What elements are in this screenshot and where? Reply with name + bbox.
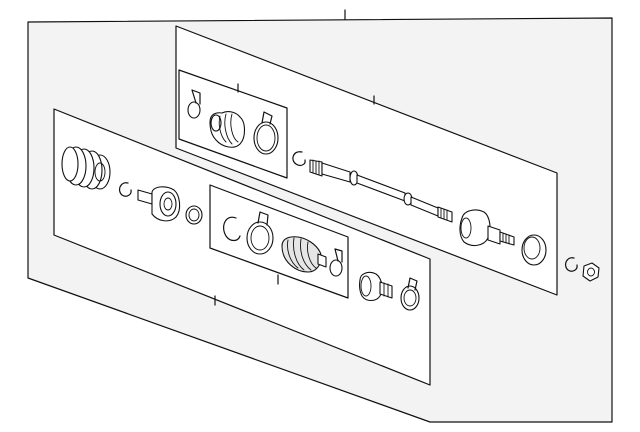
washer-ring-icon xyxy=(185,205,203,225)
spindle-nut-icon xyxy=(582,262,600,282)
outer-joint-icon xyxy=(359,271,393,302)
lower-snap-ring-icon xyxy=(223,216,241,242)
outer-snap-ring-icon xyxy=(564,257,578,272)
lower-small-clamp-icon xyxy=(329,248,343,277)
inner-snap-ring-icon xyxy=(292,151,306,166)
axle-shaft-icon xyxy=(309,159,453,223)
upper-boot-icon xyxy=(209,111,246,148)
lower-large-clamp-icon xyxy=(246,211,274,255)
dust-seal-icon xyxy=(521,234,547,266)
outer-clamp-icon xyxy=(400,277,420,311)
upper-large-clamp-icon xyxy=(253,111,279,155)
outer-cv-joint-icon xyxy=(459,209,515,247)
inner-cv-joint-icon xyxy=(137,186,181,222)
circlip-icon xyxy=(118,182,132,197)
lower-boot-icon xyxy=(281,236,327,273)
inner-boot-icon xyxy=(61,146,111,190)
upper-small-clamp-icon xyxy=(187,89,201,119)
